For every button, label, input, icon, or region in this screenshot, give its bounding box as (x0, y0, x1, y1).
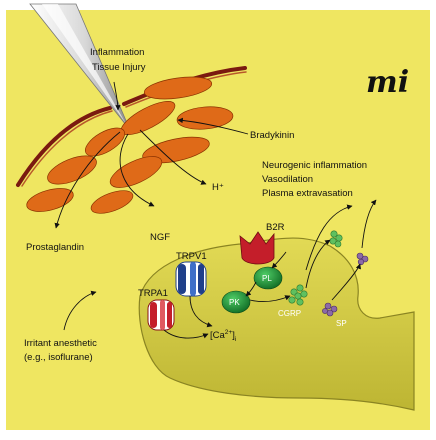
neuron-terminal (138, 237, 415, 411)
label-calcium: [Ca2+]i (210, 329, 236, 343)
label-pk: PK (229, 298, 240, 307)
tissue-cell (143, 76, 213, 100)
label-prostaglandin: Prostaglandin (26, 242, 84, 253)
label-ngf: NGF (150, 232, 170, 243)
label-trpv1: TRPV1 (176, 251, 207, 262)
sp-released-icon (356, 252, 369, 266)
tissue-cells (26, 76, 234, 214)
label-cgrp: CGRP (278, 309, 301, 318)
cgrp-granule-icon (288, 284, 308, 306)
label-trpa1: TRPA1 (138, 288, 168, 299)
label-b2r: B2R (266, 222, 285, 233)
pathway-arrows (54, 81, 377, 339)
label-bradykinin: Bradykinin (250, 130, 294, 141)
tissue-cell (84, 127, 126, 157)
label-vasodilation: Vasodilation (262, 174, 313, 185)
sp-granule-icon (322, 302, 338, 317)
trpv1-channel-icon (175, 261, 207, 297)
logo-mark: mi (366, 65, 409, 100)
tissue-cell (47, 155, 97, 185)
label-plasma-extravasation: Plasma extravasation (262, 188, 353, 199)
label-tissue-injury: Tissue Injury (92, 62, 146, 73)
tissue-cell (142, 136, 210, 164)
needle-icon (29, 3, 131, 131)
tissue-cell (176, 106, 234, 130)
b2r-receptor-icon (239, 231, 275, 265)
tissue-cell (90, 190, 134, 214)
label-neurogenic-inflammation: Neurogenic inflammation (262, 160, 367, 171)
pl-enzyme-icon (253, 266, 283, 290)
label-h-plus: H⁺ (212, 182, 224, 193)
label-pl: PL (262, 274, 272, 283)
trpa1-channel-icon (147, 299, 175, 331)
label-irritant-anesthetic: Irritant anesthetic (24, 338, 97, 349)
label-inflammation: Inflammation (90, 47, 144, 58)
label-sp: SP (336, 319, 347, 328)
pk-enzyme-icon (221, 290, 251, 314)
tissue-cell (26, 188, 74, 212)
tissue-cell (109, 156, 163, 188)
label-irritant-example: (e.g., isoflurane) (24, 352, 93, 363)
